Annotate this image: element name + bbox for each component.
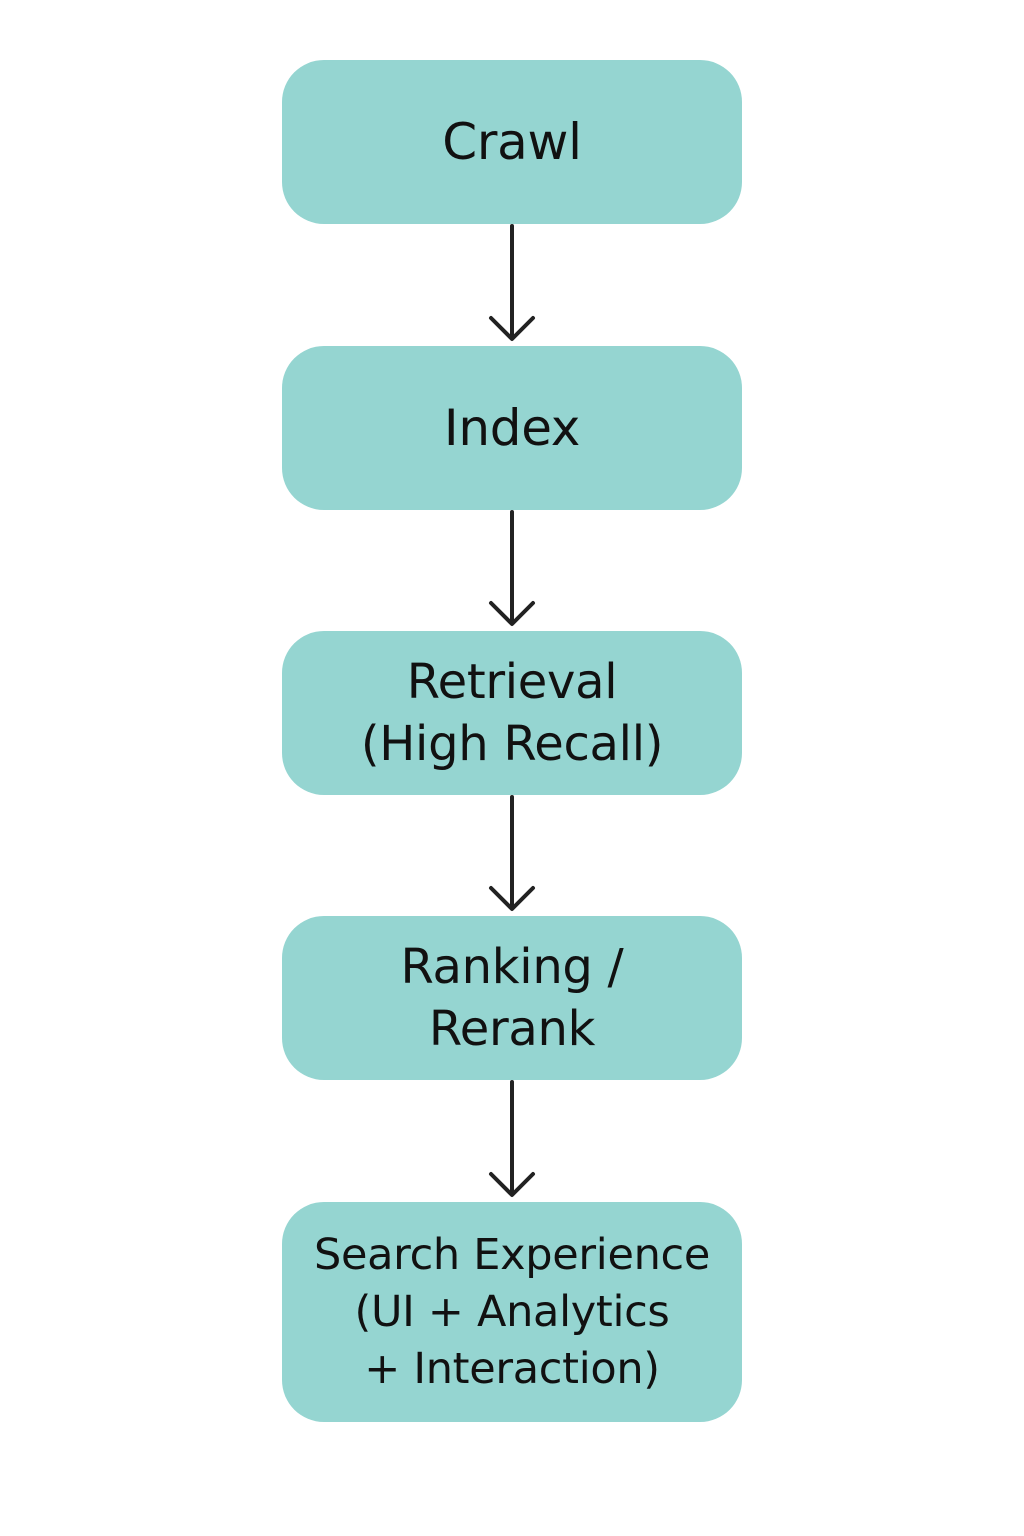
step-index: Index <box>282 346 742 510</box>
step-index-label: Index <box>443 399 581 457</box>
arrow-ranking-to-search-experience <box>489 1080 535 1197</box>
step-ranking: Ranking / Rerank <box>282 916 742 1080</box>
step-search-experience-label: Search Experience (UI + Analytics + Inte… <box>313 1229 711 1394</box>
arrow-crawl-to-index <box>489 224 535 341</box>
arrow-retrieval-to-ranking <box>489 795 535 911</box>
step-retrieval: Retrieval (High Recall) <box>282 631 742 795</box>
step-crawl-label: Crawl <box>442 113 582 171</box>
step-ranking-label: Ranking / Rerank <box>400 939 624 1057</box>
step-crawl: Crawl <box>282 60 742 224</box>
arrow-index-to-retrieval <box>489 510 535 626</box>
step-search-experience: Search Experience (UI + Analytics + Inte… <box>282 1202 742 1422</box>
step-retrieval-label: Retrieval (High Recall) <box>360 654 664 772</box>
